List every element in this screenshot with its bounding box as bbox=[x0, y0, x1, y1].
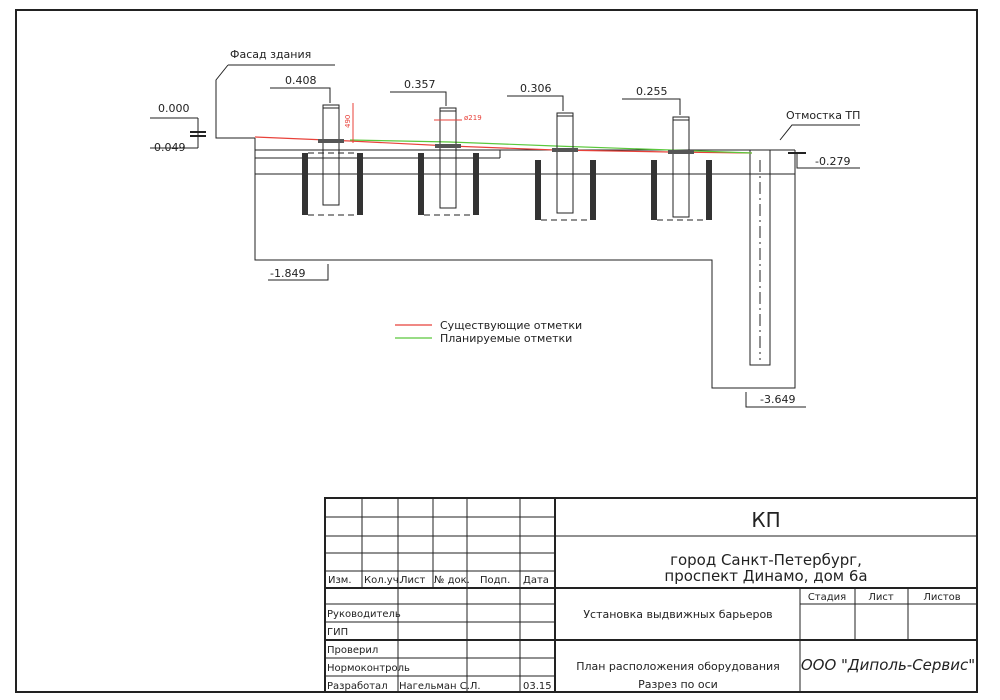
address-line2: проспект Динамо, дом 6а bbox=[664, 567, 867, 585]
mark-zero: 0.000 bbox=[158, 102, 190, 115]
barrier-3: 0.306 bbox=[507, 82, 596, 221]
mark-bottom2: -3.649 bbox=[760, 393, 795, 406]
facade-label: Фасад здания bbox=[230, 48, 311, 61]
title-block: Изм. Кол.уч. Лист № док. Подп. Дата Руко… bbox=[324, 497, 978, 693]
developer-name: Нагельман С.Л. bbox=[399, 681, 481, 692]
level-mark-bottom1: -1.849 bbox=[268, 264, 329, 281]
role-normcontrol: Нормоконтроль bbox=[327, 663, 410, 674]
header-podp: Подп. bbox=[480, 575, 510, 586]
header-date: Дата bbox=[523, 575, 549, 586]
level-mark-tp: Отмостка ТП -0.279 bbox=[779, 109, 860, 169]
building-facade: Фасад здания bbox=[215, 48, 335, 139]
mark-b2: 0.357 bbox=[404, 78, 436, 91]
mark-bottom1: -1.849 bbox=[270, 267, 305, 280]
role-checked: Проверил bbox=[327, 645, 378, 656]
mark-b4: 0.255 bbox=[636, 85, 668, 98]
sheet-header: Лист bbox=[868, 592, 894, 603]
sheet-title-line2: Разрез по оси bbox=[638, 678, 718, 691]
level-mark-zero: 0.000 -0.049 bbox=[150, 102, 206, 154]
address-line1: город Санкт-Петербург, bbox=[670, 551, 862, 569]
level-mark-bottom2: -3.649 bbox=[745, 392, 806, 408]
foundation-outline bbox=[254, 138, 796, 389]
mark-left-low: -0.049 bbox=[150, 141, 185, 154]
date-value: 03.15 bbox=[523, 681, 552, 692]
mark-b1: 0.408 bbox=[285, 74, 317, 87]
header-doc: № док. bbox=[434, 575, 470, 586]
sheet-title-line1: План расположения оборудования bbox=[576, 660, 780, 673]
company-name: ООО "Диполь-Сервис" bbox=[801, 656, 975, 674]
stage-header: Стадия bbox=[808, 592, 846, 603]
dim-height: 490 bbox=[344, 115, 352, 128]
planned-level-line bbox=[349, 139, 753, 154]
dim-diameter: ø219 bbox=[464, 114, 482, 122]
role-manager: Руководитель bbox=[327, 609, 401, 620]
header-list: Лист bbox=[400, 575, 426, 586]
role-developer: Разработал bbox=[327, 681, 388, 692]
legend: Существующие отметки Планируемые отметки bbox=[395, 319, 582, 345]
barrier-4: 0.255 bbox=[622, 85, 712, 221]
role-gip: ГИП bbox=[327, 627, 348, 638]
project-code: КП bbox=[751, 508, 780, 532]
header-izm: Изм. bbox=[328, 575, 352, 586]
project-title: Установка выдвижных барьеров bbox=[583, 608, 772, 621]
legend-planned: Планируемые отметки bbox=[440, 332, 572, 345]
otmostka-label: Отмостка ТП bbox=[786, 109, 860, 122]
barrier-2: ø219 0.357 bbox=[390, 78, 482, 216]
sheets-header: Листов bbox=[923, 592, 960, 603]
mark-b3: 0.306 bbox=[520, 82, 552, 95]
header-kol: Кол.уч. bbox=[364, 575, 402, 586]
barrier-1: 490 0.408 bbox=[270, 74, 363, 216]
legend-existing: Существующие отметки bbox=[440, 319, 582, 332]
mark-tp: -0.279 bbox=[815, 155, 850, 168]
